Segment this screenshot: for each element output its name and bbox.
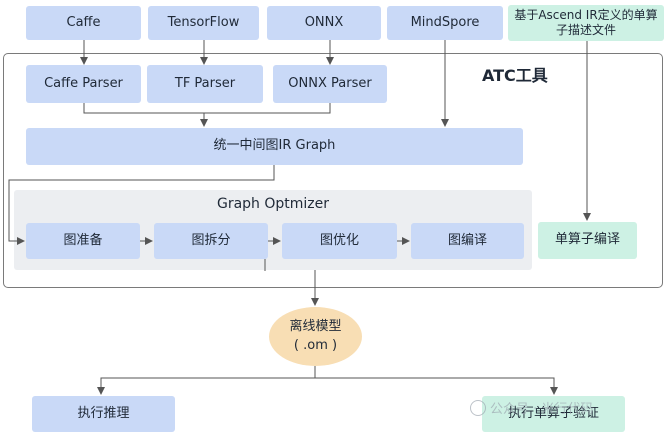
graph-optimizer-title: Graph Optmizer — [216, 196, 330, 212]
watermark-text: 公众号 · 米行代码 — [490, 402, 594, 417]
wechat-icon — [470, 399, 486, 416]
graph-split-box: 图拆分 — [154, 223, 268, 259]
onnx-source-box: ONNX — [267, 6, 381, 40]
atc-tool-frame — [3, 53, 663, 288]
edge-parsers-merge — [83, 103, 331, 114]
onnx-parser-box: ONNX Parser — [273, 65, 387, 103]
graph-prep-box: 图准备 — [26, 223, 140, 259]
ascend-ir-def-box: 基于Ascend IR定义的单算子描述文件 — [508, 5, 664, 41]
execute-inference-box: 执行推理 — [32, 396, 175, 432]
edge-ir-to-prep — [8, 165, 275, 245]
ir-graph-box: 统一中间图IR Graph — [26, 128, 523, 165]
caffe-source-box: Caffe — [26, 6, 141, 40]
edge-om-split — [100, 377, 555, 393]
offline-model-ext: ( .om ) — [293, 337, 338, 353]
atc-tool-title: ATC工具 — [482, 66, 548, 85]
offline-model-label: 离线模型 — [289, 318, 342, 334]
tensorflow-source-box: TensorFlow — [148, 6, 259, 40]
single-op-compile-box: 单算子编译 — [538, 222, 637, 259]
graph-optimize-box: 图优化 — [282, 223, 397, 259]
graph-compile-box: 图编译 — [411, 223, 524, 259]
mindspore-source-box: MindSpore — [387, 6, 503, 40]
offline-model-oval: 离线模型 ( .om ) — [269, 307, 362, 366]
caffe-parser-box: Caffe Parser — [26, 65, 141, 103]
tf-parser-box: TF Parser — [147, 65, 263, 103]
execute-op-verify-box: 执行单算子验证 — [482, 396, 625, 432]
watermark: 公众号 · 米行代码 — [470, 398, 593, 417]
